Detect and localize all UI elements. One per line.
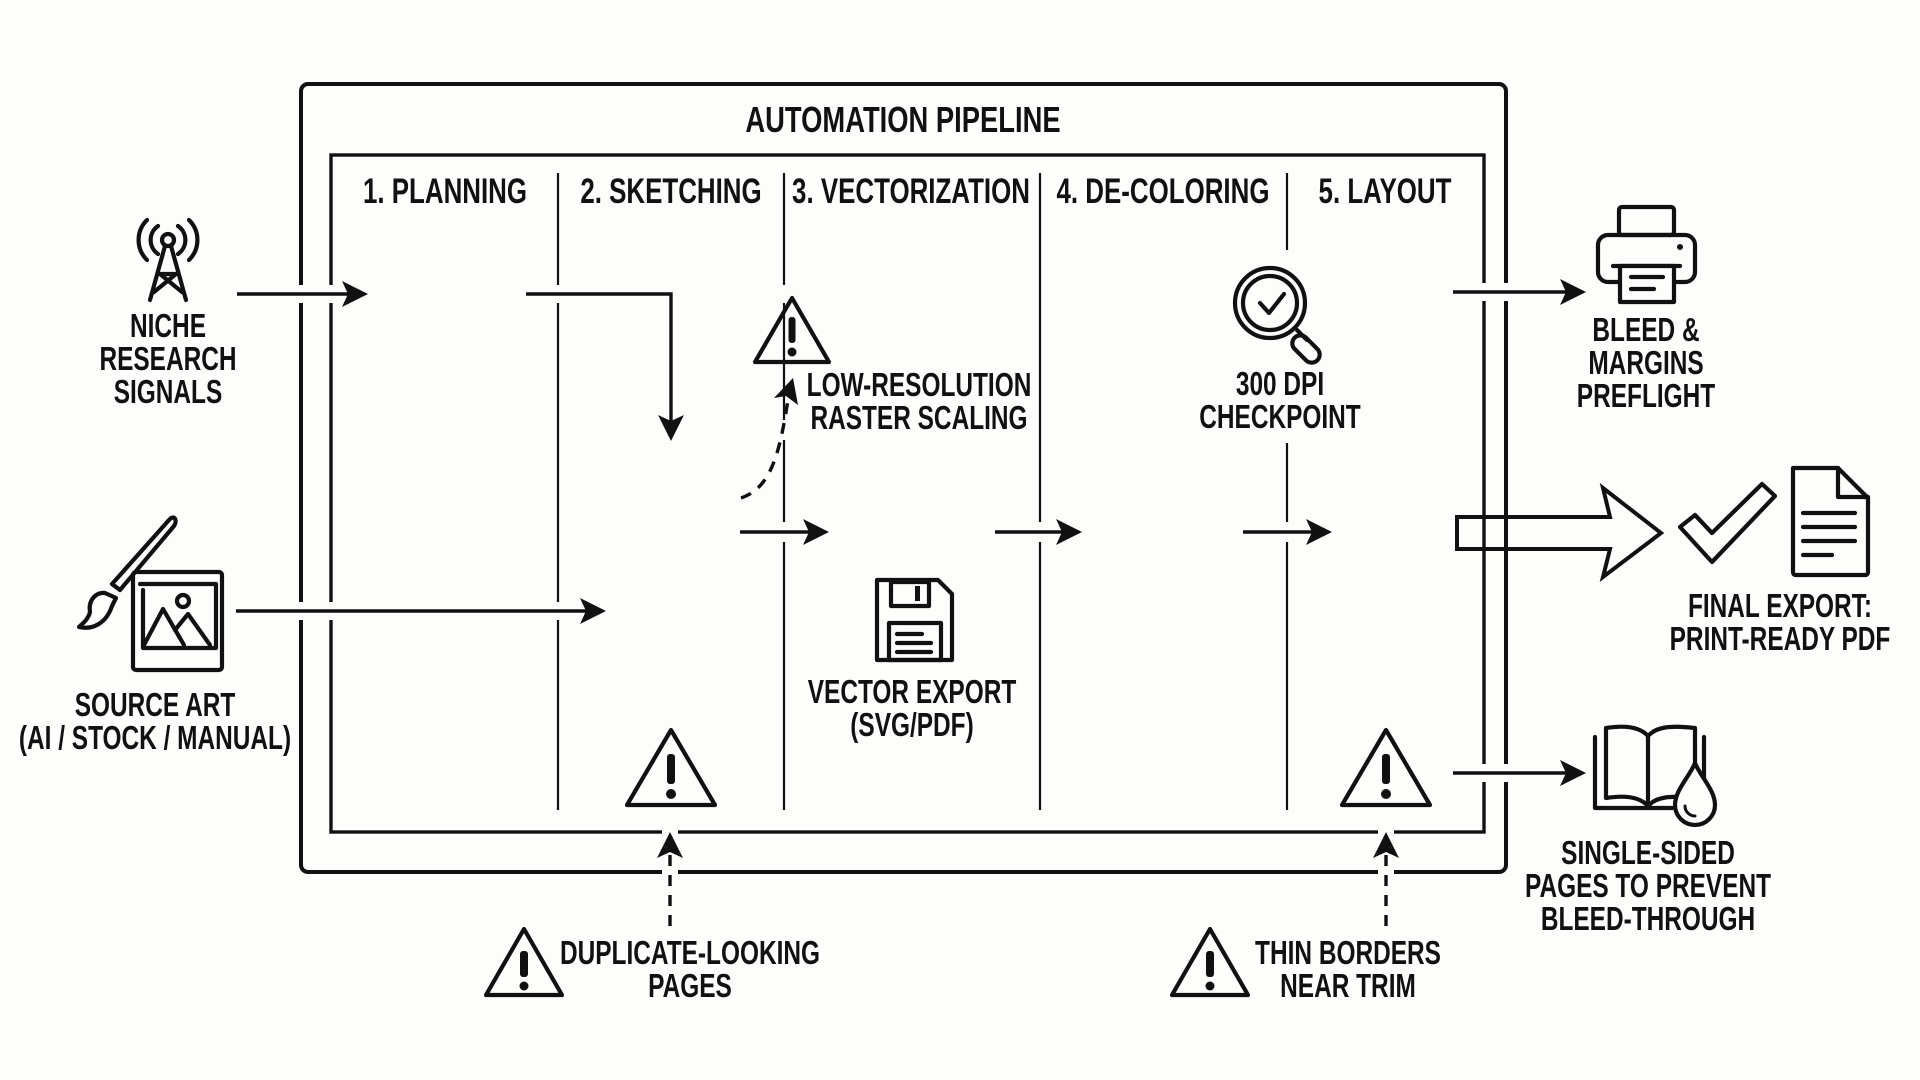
book-ink-drop-icon <box>1592 724 1718 828</box>
magnifier-check-icon <box>1232 265 1322 365</box>
stage-header-decoloring: 4. DE-COLORING <box>1056 172 1270 211</box>
arrow-head <box>1306 519 1332 545</box>
arrow-head <box>342 281 368 307</box>
pipeline-title: AUTOMATION PIPELINE <box>745 99 1061 140</box>
radio-tower-icon <box>136 217 200 303</box>
big-arrow-to-final-export <box>1455 482 1665 583</box>
label-line: SIGNALS <box>113 373 223 410</box>
arrow-head <box>658 415 684 441</box>
label-line: PREFLIGHT <box>1576 377 1716 414</box>
stage-dividers <box>556 173 1289 810</box>
label-line: (AI / STOCK / MANUAL) <box>18 719 292 756</box>
label-line: PAGES <box>648 967 732 1004</box>
warning-icon <box>483 926 565 998</box>
label-line: SOURCE ART <box>74 686 236 723</box>
final-export-label: FINAL EXPORT: PRINT-READY PDF <box>1670 589 1891 655</box>
source-art-label: SOURCE ART (AI / STOCK / MANUAL) <box>19 688 291 754</box>
label-line: THIN BORDERS <box>1255 934 1441 971</box>
thin-borders-label: THIN BORDERS NEAR TRIM <box>1255 936 1441 1002</box>
warning-icon <box>1339 727 1433 808</box>
low-res-warning-label: LOW-RESOLUTION RASTER SCALING <box>807 368 1032 434</box>
paintbrush-image-icon <box>76 515 225 673</box>
floppy-disk-icon <box>874 577 955 663</box>
label-line: VECTOR EXPORT <box>807 673 1017 710</box>
niche-research-label: NICHE RESEARCH SIGNALS <box>99 309 236 408</box>
warning-icon <box>624 727 718 808</box>
label-line: RASTER SCALING <box>810 399 1028 436</box>
label-line: DUPLICATE-LOOKING <box>559 934 821 971</box>
stage-header-vectorization: 3. VECTORIZATION <box>792 172 1030 211</box>
duplicate-pages-label: DUPLICATE-LOOKING PAGES <box>560 936 820 1002</box>
arrow-head <box>1373 832 1399 858</box>
flow-arrows <box>236 279 1665 926</box>
label-line: PRINT-READY PDF <box>1669 620 1891 657</box>
label-line: NEAR TRIM <box>1280 967 1416 1004</box>
arrow-head <box>657 832 683 858</box>
stage-header-sketching: 2. SKETCHING <box>580 172 762 211</box>
label-line: 300 DPI <box>1235 365 1325 402</box>
printer-icon <box>1595 204 1698 305</box>
stage-inner-frame <box>329 153 1486 834</box>
checkmark-document-icon <box>1677 465 1871 578</box>
stage-header-planning: 1. PLANNING <box>362 172 528 211</box>
stage-header-layout: 5. LAYOUT <box>1318 172 1452 211</box>
warning-icon <box>752 295 832 365</box>
arrow-head <box>580 598 606 624</box>
label-line: FINAL EXPORT: <box>1687 587 1873 624</box>
label-line: NICHE <box>129 307 206 344</box>
arrow-head <box>1056 519 1082 545</box>
arrow-head <box>774 378 798 405</box>
vector-export-label: VECTOR EXPORT (SVG/PDF) <box>808 675 1017 741</box>
arrow-planning-to-sketching <box>526 292 673 425</box>
arrow-head <box>1560 760 1586 786</box>
label-line: CHECKPOINT <box>1199 398 1361 435</box>
single-sided-label: SINGLE-SIDED PAGES TO PREVENT BLEED-THRO… <box>1525 836 1771 935</box>
label-line: SINGLE-SIDED <box>1561 834 1735 871</box>
label-line: MARGINS <box>1588 344 1704 381</box>
dpi-checkpoint-label: 300 DPI CHECKPOINT <box>1199 367 1360 433</box>
arrow-head <box>1560 279 1586 305</box>
label-line: BLEED-THROUGH <box>1540 900 1756 937</box>
dashed-arrow-to-low-res-warning <box>740 399 790 500</box>
arrow-head <box>803 519 829 545</box>
warning-icon <box>1169 926 1251 998</box>
label-line: BLEED & <box>1592 311 1700 348</box>
label-line: PAGES TO PREVENT <box>1524 867 1772 904</box>
label-line: (SVG/PDF) <box>850 706 974 743</box>
label-line: RESEARCH <box>99 340 237 377</box>
bleed-margins-label: BLEED & MARGINS PREFLIGHT <box>1577 313 1715 412</box>
label-line: LOW-RESOLUTION <box>806 366 1032 403</box>
pipeline-outer-frame <box>299 82 1508 874</box>
